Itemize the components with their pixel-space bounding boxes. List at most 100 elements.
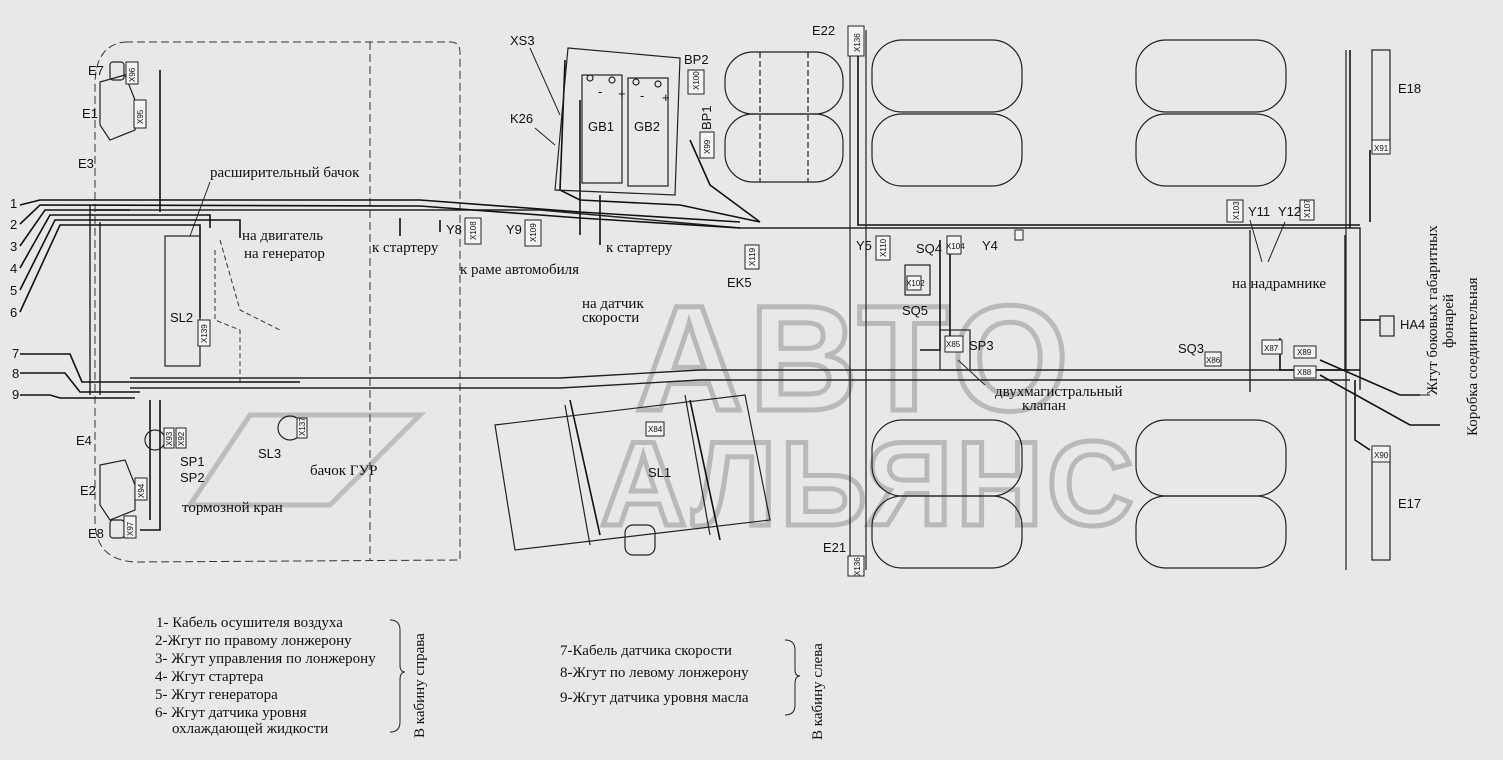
annotation-dual-valve-1: двухмагистральный: [995, 384, 1123, 400]
label-e7: E7: [88, 63, 104, 78]
label-y9: Y9: [506, 222, 522, 237]
annotation-to-frame: к раме автомобиля: [460, 262, 579, 278]
annotation-on-subframe: на надрамнике: [1232, 276, 1326, 292]
x87-label: X87: [1264, 344, 1279, 353]
label-sq4: SQ4: [916, 241, 942, 256]
legend-right-5: 5- Жгут генератора: [155, 687, 278, 703]
wire-3: 3: [10, 239, 17, 254]
label-e21: E21: [823, 540, 846, 555]
x84-label: X84: [648, 425, 663, 434]
label-k26: K26: [510, 111, 533, 126]
connector-blocks: [123, 25, 1391, 577]
annotation-to-starter-2: к стартеру: [606, 240, 673, 256]
label-y8: Y8: [446, 222, 462, 237]
legend-right-6b: охлаждающей жидкости: [172, 721, 328, 737]
rear-lights: [1371, 49, 1395, 561]
annotation-side-lights-1: Жгут боковых габаритных: [1425, 225, 1441, 395]
wire-4: 4: [10, 261, 17, 276]
watermark: АВТО АЛЬЯНС: [185, 272, 1136, 554]
label-ha4: HA4: [1400, 317, 1425, 332]
annotation-side-lights-2: фонарей: [1441, 294, 1457, 348]
x109-label: X109: [529, 223, 538, 242]
x93-label: X93: [165, 431, 174, 446]
label-e2: E2: [80, 483, 96, 498]
gb-minus-1: -: [598, 84, 602, 99]
x107-label: X107: [1303, 199, 1312, 218]
label-sl1: SL1: [648, 465, 671, 480]
cab-outline: [94, 41, 461, 563]
legend: 1- Кабель осушителя воздуха 2-Жгут по пр…: [155, 615, 826, 740]
connector-labels: X136 X100 X99 X96 X95 X108 X109 X139 X13…: [126, 33, 1389, 576]
annotation-dual-valve-2: клапан: [1022, 398, 1066, 414]
legend-right-2: 2-Жгут по правому лонжерону: [155, 633, 352, 649]
wire-1: 1: [10, 196, 17, 211]
x104-label: X104: [946, 242, 965, 251]
label-e22: E22: [812, 23, 835, 38]
annotation-brake-valve: тормозной кран: [182, 500, 283, 516]
label-e4: E4: [76, 433, 92, 448]
legend-left-group: В кабину слева: [810, 643, 826, 740]
x139-label: X139: [200, 324, 209, 343]
legend-left-9: 9-Жгут датчика уровня масла: [560, 690, 749, 706]
label-bp2: BP2: [684, 52, 709, 67]
label-gb2: GB2: [634, 119, 660, 134]
label-sl3: SL3: [258, 446, 281, 461]
legend-right-1: 1- Кабель осушителя воздуха: [156, 615, 343, 631]
x108-label: X108: [469, 221, 478, 240]
label-ek5: EK5: [727, 275, 752, 290]
x136b-label: X136: [853, 557, 862, 576]
fuel-tank: [494, 394, 771, 556]
legend-right-6: 6- Жгут датчика уровня: [155, 705, 307, 721]
label-y4: Y4: [982, 238, 998, 253]
x136a-label: X136: [853, 33, 862, 52]
annotation-speed-sensor-2: скорости: [582, 310, 639, 326]
label-bp1: BP1: [699, 105, 714, 130]
label-e18: E18: [1398, 81, 1421, 96]
wire-number-labels: 1 2 3 4 5 6 7 8 9: [10, 196, 19, 402]
x94-label: X94: [137, 483, 146, 498]
x119-label: X119: [748, 247, 757, 266]
legend-right-3: 3- Жгут управления по лонжерону: [155, 651, 376, 667]
legend-right-4: 4- Жгут стартера: [155, 669, 264, 685]
x110-label: X110: [879, 238, 888, 257]
label-gb1: GB1: [588, 119, 614, 134]
annotation-to-engine: на двигатель: [242, 228, 323, 244]
legend-left-7: 7-Кабель датчика скорости: [560, 643, 732, 659]
label-xs3: XS3: [510, 33, 535, 48]
dashed-routes: [214, 239, 281, 385]
label-sq5: SQ5: [902, 303, 928, 318]
wire-6: 6: [10, 305, 17, 320]
wire-8: 8: [12, 366, 19, 381]
label-e1: E1: [82, 106, 98, 121]
annotation-gur-tank: бачок ГУР: [310, 463, 377, 479]
legend-left-8: 8-Жгут по левому лонжерону: [560, 665, 749, 681]
x96-label: X96: [128, 67, 137, 82]
watermark-logo: [185, 412, 427, 508]
label-sp1: SP1: [180, 454, 205, 469]
wire-2: 2: [10, 217, 17, 232]
x92-label: X92: [177, 431, 186, 446]
label-y12: Y12: [1278, 204, 1301, 219]
leader-lines: [189, 47, 1430, 396]
legend-right-group: В кабину справа: [412, 633, 428, 738]
x88-label: X88: [1297, 368, 1312, 377]
x102-label: X102: [906, 279, 925, 288]
x90-label: X90: [1374, 451, 1389, 460]
x97-label: X97: [126, 521, 135, 536]
label-sq3: SQ3: [1178, 341, 1204, 356]
label-sp2: SP2: [180, 470, 205, 485]
wire-7: 7: [12, 346, 19, 361]
annotation-expansion-tank: расширительный бачок: [210, 165, 360, 181]
annotation-to-starter-1: к стартеру: [372, 240, 439, 256]
legend-brace-left: [784, 639, 801, 716]
x103-label: X103: [1232, 201, 1241, 220]
annotation-to-generator: на генератор: [244, 246, 325, 262]
wire-harness: [19, 30, 1440, 541]
wire-9: 9: [12, 387, 19, 402]
wire-5: 5: [10, 283, 17, 298]
label-e17: E17: [1398, 496, 1421, 511]
wheels: [849, 30, 1347, 570]
headlights: [99, 61, 971, 539]
x86-label: X86: [1206, 356, 1221, 365]
